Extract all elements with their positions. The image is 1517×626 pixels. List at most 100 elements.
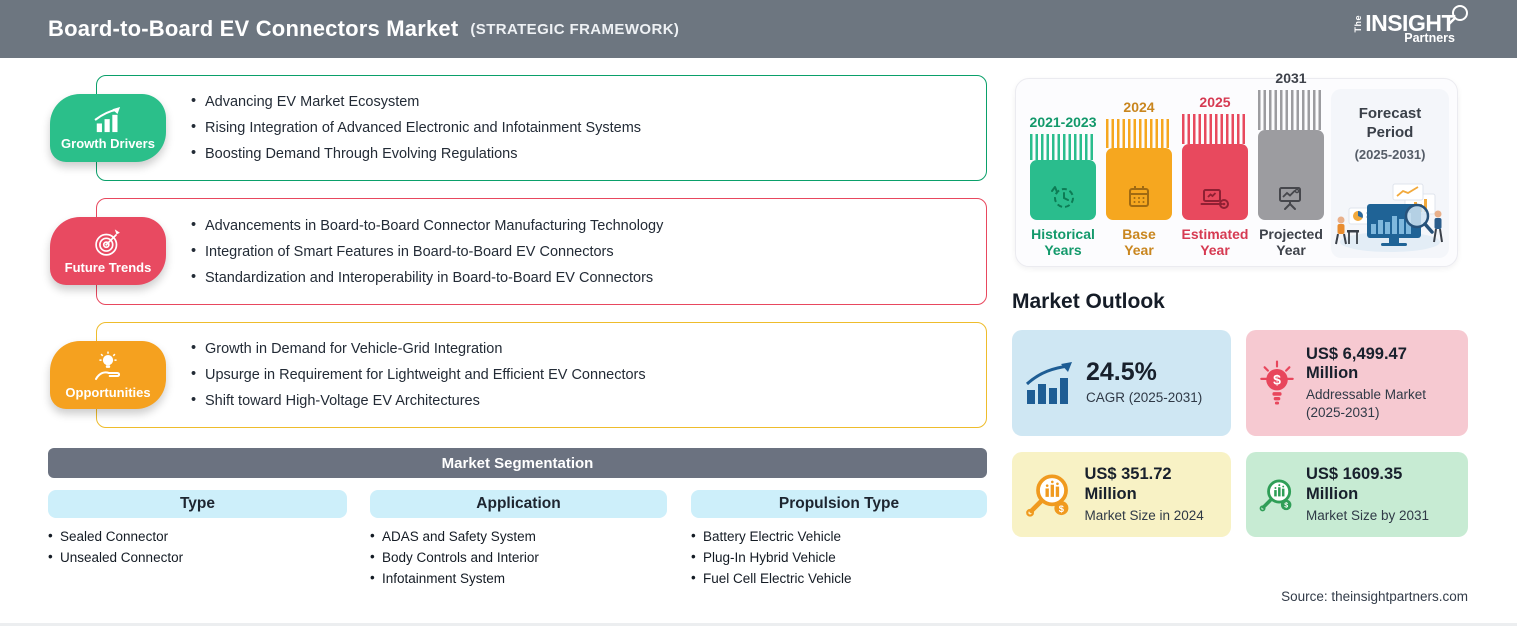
- logo-wordmark: The INSIGHT: [1353, 5, 1468, 37]
- period-label: Historical Years: [1031, 226, 1095, 259]
- estimate-device-icon: [1200, 189, 1229, 209]
- bullet-item: Integration of Smart Features in Board-t…: [191, 243, 663, 260]
- period-label: Projected Year: [1259, 226, 1323, 259]
- bullet-item: Shift toward High-Voltage EV Architectur…: [191, 392, 646, 409]
- growth-drivers-box: Advancing EV Market Ecosystem Rising Int…: [96, 75, 987, 181]
- insight-partners-logo: The INSIGHT Partners: [1353, 5, 1469, 45]
- opportunities-list: Growth in Demand for Vehicle-Grid Integr…: [191, 331, 646, 419]
- list-item: Battery Electric Vehicle: [691, 528, 852, 544]
- bar-fringe: [1182, 114, 1248, 144]
- framework-subtitle: (STRATEGIC FRAMEWORK): [470, 20, 680, 38]
- bullet-item: Standardization and Interoperability in …: [191, 269, 663, 286]
- market-segmentation-header: Market Segmentation: [48, 448, 987, 478]
- card-text: US$ 1609.35 Million Market Size by 2031: [1306, 465, 1456, 524]
- target-dart-icon: [95, 228, 120, 256]
- dollar-bulb-icon: $: [1260, 360, 1294, 405]
- bullet-item: Boosting Demand Through Evolving Regulat…: [191, 145, 641, 162]
- market-size-2024-label: Market Size in 2024: [1084, 507, 1204, 523]
- column-header-label: Propulsion Type: [778, 495, 900, 512]
- list-item: Plug-In Hybrid Vehicle: [691, 549, 852, 565]
- column-header-label: Application: [476, 495, 561, 512]
- history-clock-icon: [1051, 186, 1074, 208]
- segment-column-type: Type: [48, 490, 347, 518]
- period-label: Base Year: [1122, 226, 1156, 259]
- list-item: Body Controls and Interior: [370, 549, 539, 565]
- market-magnifier-orange-icon: $: [1026, 473, 1069, 517]
- bar-solid: [1106, 148, 1172, 220]
- market-size-2024-card: $ US$ 351.72 Million Market Size in 2024: [1012, 452, 1231, 537]
- card-text: US$ 351.72 Million Market Size in 2024: [1084, 465, 1219, 524]
- growth-drivers-list: Advancing EV Market Ecosystem Rising Int…: [191, 84, 641, 172]
- timeline-bar-base: 2024 Base Year: [1106, 99, 1172, 260]
- year-label: 2031: [1275, 70, 1307, 86]
- card-text: US$ 6,499.47 Million Addressable Market …: [1306, 345, 1456, 422]
- bar-solid: [1258, 130, 1324, 220]
- bar-solid: [1030, 160, 1096, 220]
- bottom-divider: [0, 623, 1517, 626]
- timeline-bar-estimated: 2025 Estimated Year: [1181, 94, 1249, 260]
- year-label: 2024: [1123, 99, 1155, 115]
- cagr-growth-icon: [1025, 362, 1072, 404]
- svg-text:$: $: [1284, 502, 1288, 509]
- svg-text:$: $: [1273, 372, 1281, 388]
- future-trends-box: Advancements in Board-to-Board Connector…: [96, 198, 987, 305]
- bullet-item: Rising Integration of Advanced Electroni…: [191, 119, 641, 136]
- list-item: Infotainment System: [370, 570, 539, 586]
- list-item: ADAS and Safety System: [370, 528, 539, 544]
- magnifier-lens-icon: [1447, 5, 1468, 26]
- timeline-bar-projected: 2031 Projected Year: [1258, 70, 1324, 260]
- opportunities-box: Growth in Demand for Vehicle-Grid Integr…: [96, 322, 987, 428]
- forecast-range: (2025-2031): [1354, 146, 1426, 162]
- future-trends-badge: Future Trends: [50, 217, 166, 285]
- bullet-item: Upsurge in Requirement for Lightweight a…: [191, 366, 646, 383]
- bar-fringe: [1258, 90, 1324, 130]
- period-label: Estimated Year: [1181, 226, 1249, 259]
- list-item: Unsealed Connector: [48, 549, 183, 565]
- calendar-icon: [1129, 186, 1149, 207]
- page-title: Board-to-Board EV Connectors Market: [48, 16, 459, 41]
- logo-the: The: [1353, 15, 1364, 33]
- segment-column-propulsion: Propulsion Type: [691, 490, 987, 518]
- cagr-card: 24.5% CAGR (2025-2031): [1012, 330, 1231, 436]
- card-text: 24.5% CAGR (2025-2031): [1086, 359, 1202, 406]
- bullet-item: Advancements in Board-to-Board Connector…: [191, 217, 663, 234]
- bullet-item: Advancing EV Market Ecosystem: [191, 93, 641, 110]
- bar-fringe: [1030, 134, 1096, 160]
- forecast-period-panel: Forecast Period (2025-2031): [1331, 89, 1449, 258]
- addressable-market-label: Addressable Market (2025-2031): [1306, 387, 1427, 420]
- market-outlook-title: Market Outlook: [1012, 290, 1165, 313]
- market-size-2031-card: $ US$ 1609.35 Million Market Size by 203…: [1246, 452, 1468, 537]
- bar-solid: [1182, 144, 1248, 220]
- forecast-title: Forecast Period: [1358, 105, 1422, 141]
- application-items: ADAS and Safety System Body Controls and…: [370, 523, 539, 592]
- addressable-market-value: US$ 6,499.47 Million: [1306, 344, 1407, 383]
- type-items: Sealed Connector Unsealed Connector: [48, 523, 183, 571]
- market-magnifier-green-icon: $: [1259, 479, 1292, 511]
- bar-fringe: [1106, 119, 1172, 148]
- propulsion-items: Battery Electric Vehicle Plug-In Hybrid …: [691, 523, 852, 592]
- column-header-label: Type: [179, 495, 216, 512]
- list-item: Fuel Cell Electric Vehicle: [691, 570, 852, 586]
- logo-insight: INSIGHT: [1365, 10, 1455, 37]
- badge-label: Opportunities: [65, 384, 151, 400]
- badge-label: Growth Drivers: [61, 135, 155, 151]
- segmentation-title: Market Segmentation: [441, 454, 594, 472]
- forecast-timeline-card: 2021-2023 Historical Years 2024: [1015, 70, 1458, 267]
- timeline-bar-historical: 2021-2023 Historical Years: [1029, 114, 1097, 260]
- bulb-hand-icon: [94, 351, 121, 380]
- opportunities-badge: Opportunities: [50, 341, 166, 409]
- year-label: 2021-2023: [1029, 114, 1097, 130]
- market-size-2024-value: US$ 351.72 Million: [1084, 464, 1172, 503]
- cagr-label: CAGR (2025-2031): [1086, 389, 1203, 405]
- growth-drivers-badge: Growth Drivers: [50, 94, 166, 162]
- logo-partners: Partners: [1404, 30, 1455, 45]
- projection-board-icon: [1279, 187, 1301, 210]
- source-attribution: Source: theinsightpartners.com: [1281, 589, 1468, 604]
- segment-column-application: Application: [370, 490, 667, 518]
- bullet-item: Growth in Demand for Vehicle-Grid Integr…: [191, 340, 646, 357]
- header-bar: Board-to-Board EV Connectors Market (STR…: [0, 0, 1517, 58]
- market-size-2031-value: US$ 1609.35 Million: [1306, 464, 1403, 503]
- list-item: Sealed Connector: [48, 528, 183, 544]
- cagr-value: 24.5%: [1086, 358, 1157, 387]
